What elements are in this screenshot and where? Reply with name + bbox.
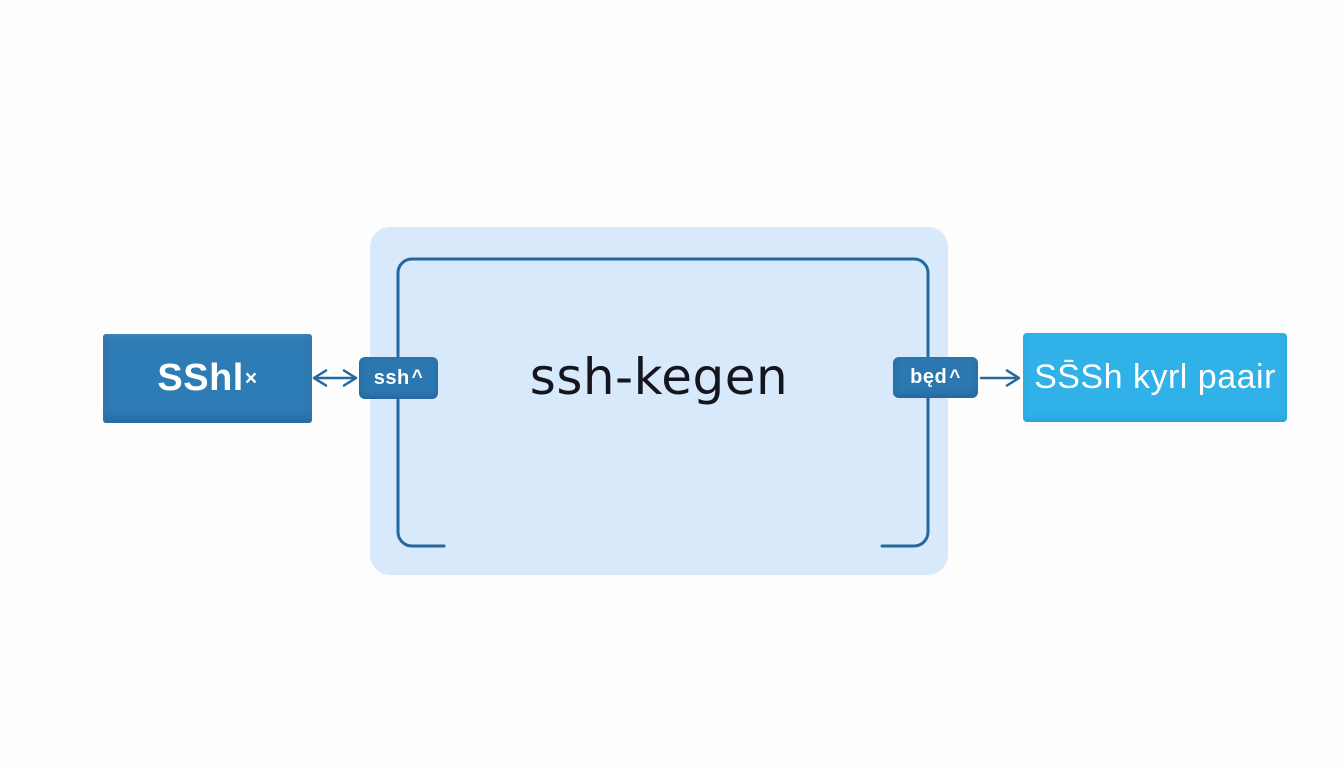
output-connector-label: będ <box>910 366 948 388</box>
client-box-label: SShl <box>157 357 244 399</box>
client-box-label-sup: × <box>244 366 258 390</box>
key-pair-box-label: SS̄Sh kyrl paair <box>1034 358 1276 396</box>
input-connector-label-sup: ^ <box>411 367 424 388</box>
input-connector-label: ssh <box>373 366 410 389</box>
process-box: ssh-kegen <box>370 227 948 575</box>
output-connector-label-sup: ^ <box>949 366 961 388</box>
right-arrow-icon <box>979 369 1021 387</box>
input-connector-box: ssh^ <box>359 357 438 399</box>
process-inner-border <box>396 257 930 548</box>
client-box: SShl× <box>103 334 312 423</box>
output-connector-box: będ^ <box>893 357 978 398</box>
bidirectional-arrow-icon <box>312 369 358 387</box>
process-label: ssh-kegen <box>529 347 789 406</box>
key-pair-box: SS̄Sh kyrl paair <box>1023 333 1287 422</box>
